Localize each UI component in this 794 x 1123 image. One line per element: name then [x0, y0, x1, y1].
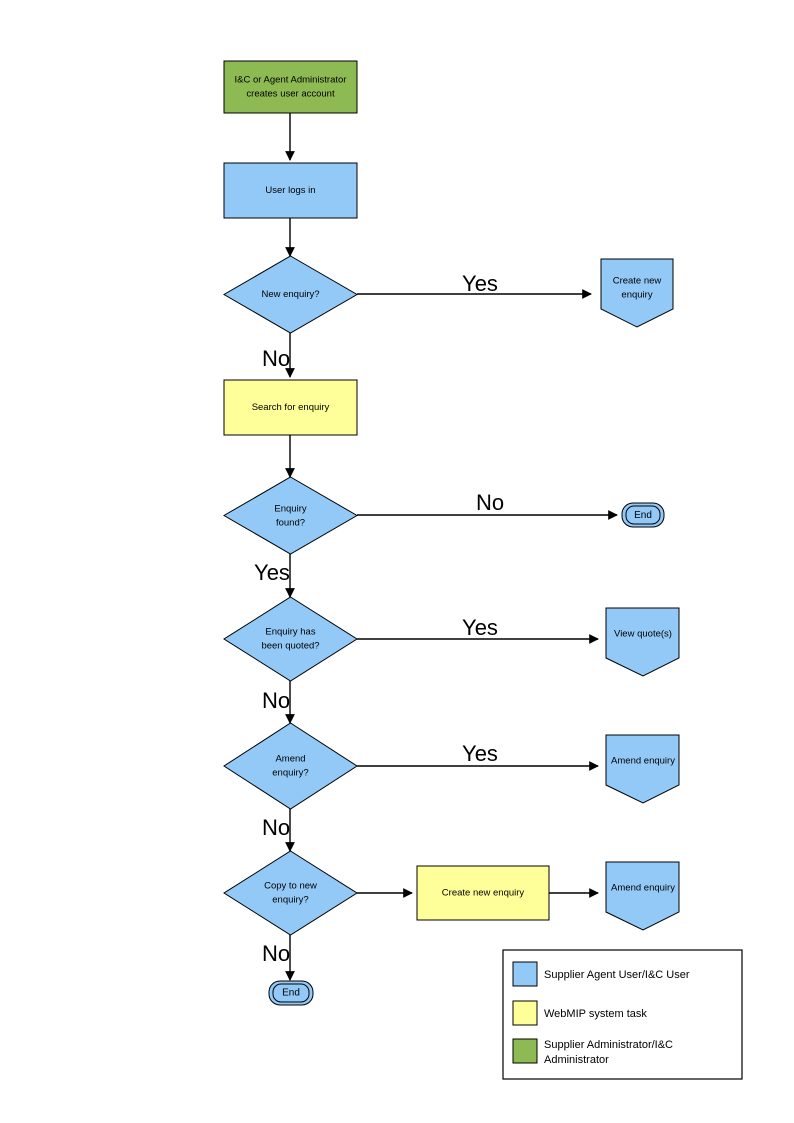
- node-create-new-enquiry-top-label-2: enquiry: [621, 290, 652, 301]
- node-new-enquiry-decision-shape: [223, 255, 358, 334]
- branch-label-enquiry-found-no: No: [476, 490, 504, 515]
- node-end-right-label: End: [634, 510, 652, 521]
- legend-label-supplier-administrator-2: Administrator: [544, 1054, 609, 1066]
- legend-swatch-system-yellow: [512, 1000, 538, 1026]
- node-enquiry-found-decision-label-1: Enquiry: [274, 504, 306, 515]
- node-enquiry-found-decision[interactable]: Enquiry found?: [223, 476, 358, 555]
- node-enquiry-quoted-decision-label-1: Enquiry has: [265, 627, 315, 638]
- legend-item-supplier-agent-user: Supplier Agent User/I&C User: [512, 961, 690, 987]
- legend-container: [502, 949, 743, 1080]
- node-copy-to-new-enquiry-decision[interactable]: Copy to new enquiry?: [223, 850, 358, 936]
- node-search-for-enquiry[interactable]: Search for enquiry: [223, 379, 358, 436]
- node-amend-enquiry-decision-shape: [223, 722, 358, 810]
- node-end-right-shape-inner: [625, 505, 661, 525]
- node-create-new-enquiry-top-label-1: Create new: [613, 276, 662, 287]
- node-copy-to-new-enquiry-decision-label-2: enquiry?: [272, 895, 308, 906]
- node-user-logs-in-label: User logs in: [265, 185, 315, 196]
- legend-swatch-user-blue: [512, 961, 538, 987]
- node-view-quotes[interactable]: View quote(s): [605, 607, 680, 677]
- branch-label-layer: Yes No No Yes Yes No Yes No No: [254, 271, 504, 966]
- branch-label-amend-enquiry-yes: Yes: [462, 741, 498, 766]
- node-amend-enquiry-action-1[interactable]: Amend enquiry: [605, 734, 680, 804]
- node-enquiry-quoted-decision-shape: [223, 596, 358, 682]
- node-copy-to-new-enquiry-decision-shape: [223, 850, 358, 936]
- legend-swatch-admin-green: [512, 1038, 538, 1064]
- branch-label-enquiry-quoted-no: No: [262, 688, 290, 713]
- node-amend-enquiry-action-2-label: Amend enquiry: [611, 883, 675, 894]
- branch-label-amend-enquiry-no: No: [262, 815, 290, 840]
- node-admin-creates-account-label-2: creates user account: [246, 89, 335, 100]
- node-amend-enquiry-action-1-shape: [605, 734, 680, 804]
- node-enquiry-quoted-decision-label-2: been quoted?: [261, 641, 319, 652]
- legend-label-supplier-agent-user: Supplier Agent User/I&C User: [544, 969, 690, 981]
- node-enquiry-quoted-decision[interactable]: Enquiry has been quoted?: [223, 596, 358, 682]
- node-amend-enquiry-action-2-shape: [605, 861, 680, 931]
- node-new-enquiry-decision-label: New enquiry?: [261, 289, 319, 300]
- node-end-bottom[interactable]: End: [268, 980, 314, 1006]
- legend-item-supplier-administrator: Supplier Administrator/I&C Administrator: [512, 1038, 673, 1066]
- node-amend-enquiry-decision[interactable]: Amend enquiry?: [223, 722, 358, 810]
- node-end-bottom-shape-inner: [272, 983, 310, 1003]
- node-amend-enquiry-decision-label-1: Amend: [275, 754, 305, 765]
- branch-label-enquiry-found-yes: Yes: [254, 560, 290, 585]
- legend-label-supplier-administrator-1: Supplier Administrator/I&C: [544, 1039, 673, 1051]
- node-amend-enquiry-action-2[interactable]: Amend enquiry: [605, 861, 680, 931]
- node-amend-enquiry-action-1-label: Amend enquiry: [611, 756, 675, 767]
- node-create-new-enquiry-top[interactable]: Create new enquiry: [600, 258, 674, 328]
- legend-label-webmip-system-task: WebMIP system task: [544, 1008, 647, 1020]
- node-user-logs-in[interactable]: User logs in: [223, 162, 358, 219]
- node-search-for-enquiry-label: Search for enquiry: [252, 402, 330, 413]
- node-end-right[interactable]: End: [621, 502, 665, 528]
- node-user-logs-in-shape: [223, 162, 358, 219]
- branch-label-copy-to-new-no: No: [262, 941, 290, 966]
- node-copy-to-new-enquiry-decision-label-1: Copy to new: [264, 881, 317, 892]
- node-enquiry-found-decision-shape: [223, 476, 358, 555]
- node-enquiry-found-decision-label-2: found?: [276, 518, 305, 529]
- node-create-new-enquiry-top-shape: [600, 258, 674, 328]
- branch-label-new-enquiry-no: No: [262, 346, 290, 371]
- node-create-new-enquiry-bottom-label: Create new enquiry: [442, 888, 525, 899]
- connector-layer: [285, 113, 618, 981]
- legend-item-webmip-system-task: WebMIP system task: [512, 1000, 647, 1026]
- node-admin-creates-account[interactable]: I&C or Agent Administrator creates user …: [223, 60, 358, 114]
- node-search-for-enquiry-shape: [223, 379, 358, 436]
- node-admin-creates-account-label-1: I&C or Agent Administrator: [235, 75, 347, 86]
- node-view-quotes-shape: [605, 607, 680, 677]
- node-create-new-enquiry-bottom[interactable]: Create new enquiry: [416, 865, 550, 921]
- node-amend-enquiry-decision-label-2: enquiry?: [272, 768, 308, 779]
- node-admin-creates-account-shape: [223, 60, 358, 114]
- node-end-bottom-label: End: [282, 988, 300, 999]
- node-create-new-enquiry-bottom-shape: [416, 865, 550, 921]
- legend: Supplier Agent User/I&C User WebMIP syst…: [502, 949, 743, 1080]
- branch-label-new-enquiry-yes: Yes: [462, 271, 498, 296]
- node-new-enquiry-decision[interactable]: New enquiry?: [223, 255, 358, 334]
- branch-label-enquiry-quoted-yes: Yes: [462, 615, 498, 640]
- node-view-quotes-label: View quote(s): [614, 629, 672, 640]
